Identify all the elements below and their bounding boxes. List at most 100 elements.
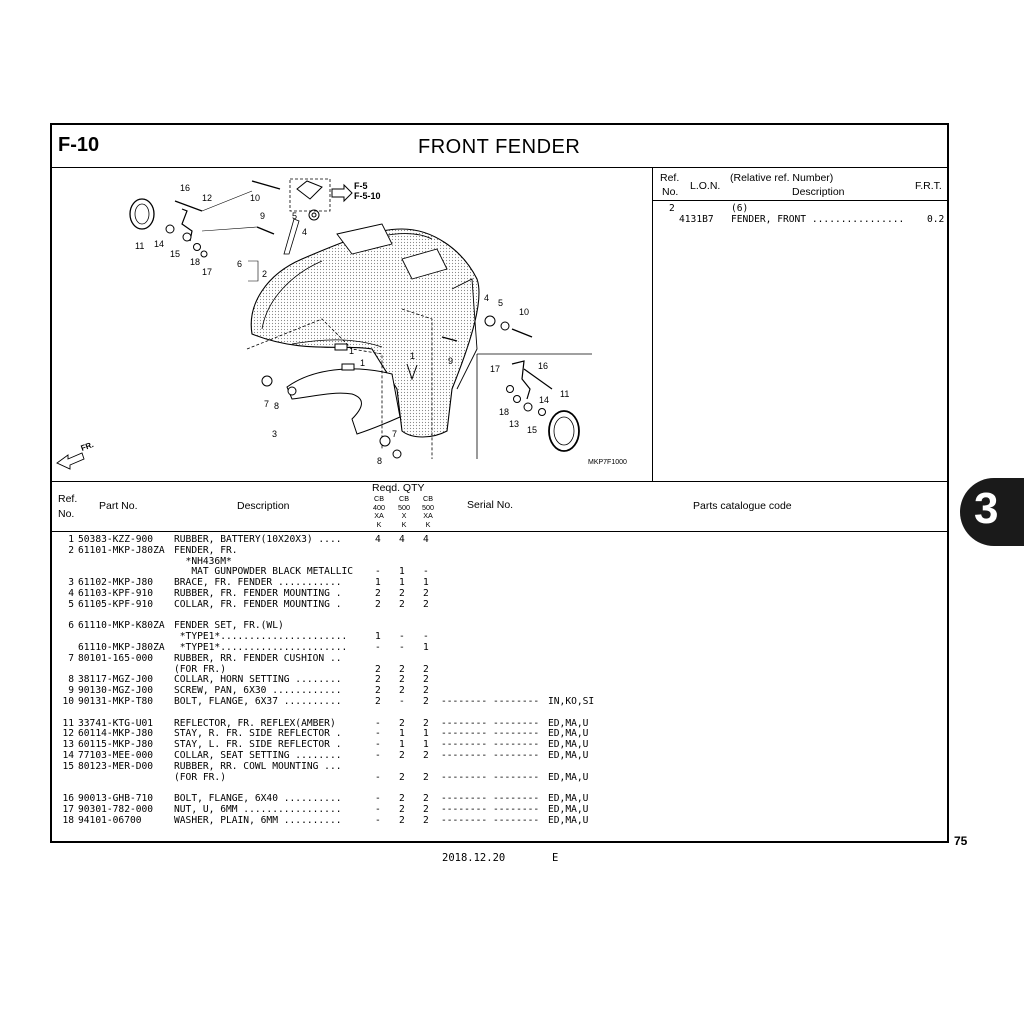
row-qty-2: -: [399, 696, 405, 707]
ref-panel-frt-header: F.R.T.: [915, 180, 942, 192]
row-part-number: 61105-KPF-910: [78, 598, 154, 610]
row-part-number: 50383-KZZ-900: [78, 534, 154, 545]
svg-text:12: 12: [202, 193, 212, 203]
front-direction-arrow: FR.: [56, 440, 95, 470]
row-qty-3: 2: [423, 588, 429, 599]
row-part-number: 61110-MKP-K80ZA: [78, 620, 165, 632]
row-part-number: 61101-MKP-J80ZA: [78, 544, 165, 556]
row-ref: 13: [62, 739, 74, 751]
fender-body: [250, 223, 480, 438]
row-qty-3: 1: [423, 577, 429, 589]
row-serial: -------- --------: [441, 814, 540, 826]
svg-text:7: 7: [264, 399, 269, 409]
row-description: NUT, U, 6MM .................: [174, 804, 342, 815]
row-ref: 18: [62, 814, 74, 826]
row-description: (FOR FR.): [174, 663, 226, 675]
svg-text:14: 14: [539, 395, 549, 405]
row-part-number: 90130-MGZ-J00: [78, 685, 154, 697]
row-qty-2: 2: [399, 685, 405, 697]
row-qty-1: -: [375, 771, 381, 783]
row-part-number: 80123-MER-D00: [78, 760, 154, 772]
table-header-reqd-qty: Reqd. QTY: [372, 482, 425, 494]
row-part-number: 61102-MKP-J80: [78, 577, 154, 589]
row-part-number: 90131-MKP-T80: [78, 696, 154, 707]
row-ref: 11: [62, 717, 74, 729]
row-description: WASHER, PLAIN, 6MM ..........: [174, 814, 342, 826]
title-divider: [50, 167, 949, 168]
ref-panel-no-header: No.: [662, 186, 679, 198]
row-qty-3: 2: [423, 717, 429, 729]
row-qty-2: -: [399, 642, 405, 653]
table-header-ref: Ref.: [58, 493, 78, 505]
row-qty-1: -: [375, 739, 381, 751]
page-number: 75: [954, 834, 968, 848]
row-qty-1: -: [375, 793, 381, 805]
row-qty-3: 2: [423, 663, 429, 675]
svg-text:18: 18: [499, 407, 509, 417]
table-header-divider: [50, 531, 949, 532]
svg-text:13: 13: [509, 419, 519, 429]
svg-text:F-5-10: F-5-10: [354, 191, 381, 201]
left-reflector-group: [129, 198, 208, 258]
row-description: RUBBER, RR. FENDER CUSHION ..: [174, 652, 342, 664]
row-description: FENDER, FR.: [174, 544, 238, 556]
row-ref: 7: [68, 652, 74, 664]
row-qty-2: -: [399, 631, 405, 643]
row-description: BOLT, FLANGE, 6X37 ..........: [174, 696, 342, 707]
row-qty-2: 2: [399, 814, 405, 826]
row-serial: -------- --------: [441, 739, 540, 751]
row-catalogue-code: ED,MA,U: [548, 771, 589, 783]
ref-panel-ref-header: Ref.: [660, 172, 680, 184]
row-ref: 8: [68, 674, 74, 686]
row-qty-2: 2: [399, 663, 405, 675]
row-qty-1: 2: [375, 696, 381, 707]
row-qty-3: 1: [423, 642, 429, 653]
fender-brace: [286, 343, 418, 435]
row-serial: -------- --------: [441, 804, 540, 815]
ref-panel-row-ref: 2: [669, 203, 675, 214]
svg-text:17: 17: [490, 364, 500, 374]
page-frame: [50, 123, 949, 843]
right-reflector-group: [476, 353, 592, 459]
row-description: BRACE, FR. FENDER ...........: [174, 577, 342, 589]
row-qty-3: 2: [423, 804, 429, 815]
svg-text:5: 5: [498, 298, 503, 308]
row-qty-3: 2: [423, 793, 429, 805]
svg-text:10: 10: [519, 307, 529, 317]
section-tab[interactable]: 3: [960, 478, 1024, 546]
row-qty-3: 2: [423, 598, 429, 610]
row-ref: 15: [62, 760, 74, 772]
row-ref: 3: [68, 577, 74, 589]
row-description: SCREW, PAN, 6X30 ............: [174, 685, 342, 697]
row-serial: -------- --------: [441, 728, 540, 740]
row-description: RUBBER, RR. COWL MOUNTING ...: [174, 760, 342, 772]
svg-text:8: 8: [274, 401, 279, 411]
exploded-parts-diagram: F-5 F-5-10 FR. MKP7F1000 16 12 11 14 15 …: [56, 178, 627, 470]
row-serial: -------- --------: [441, 771, 540, 783]
row-qty-3: 2: [423, 685, 429, 697]
row-qty-2: 1: [399, 566, 405, 578]
row-qty-3: 2: [423, 696, 429, 707]
row-qty-3: 4: [423, 534, 429, 545]
diagram-divider: [50, 481, 949, 482]
row-description: *NH436M*: [174, 555, 232, 567]
svg-text:7: 7: [392, 429, 397, 439]
row-qty-2: 2: [399, 674, 405, 686]
svg-text:3: 3: [272, 429, 277, 439]
section-code: F-10: [58, 134, 100, 156]
row-part-number: 61110-MKP-J80ZA: [78, 642, 165, 653]
row-qty-1: 1: [375, 631, 381, 643]
row-part-number: 33741-KTG-U01: [78, 717, 154, 729]
table-header-serial: Serial No.: [467, 499, 514, 511]
row-qty-1: -: [375, 728, 381, 740]
svg-text:17: 17: [202, 267, 212, 277]
svg-text:8: 8: [377, 456, 382, 466]
row-qty-1: -: [375, 717, 381, 729]
row-qty-1: 4: [375, 534, 381, 545]
row-ref: 9: [68, 685, 74, 697]
row-qty-2: 2: [399, 793, 405, 805]
svg-text:6: 6: [237, 259, 242, 269]
